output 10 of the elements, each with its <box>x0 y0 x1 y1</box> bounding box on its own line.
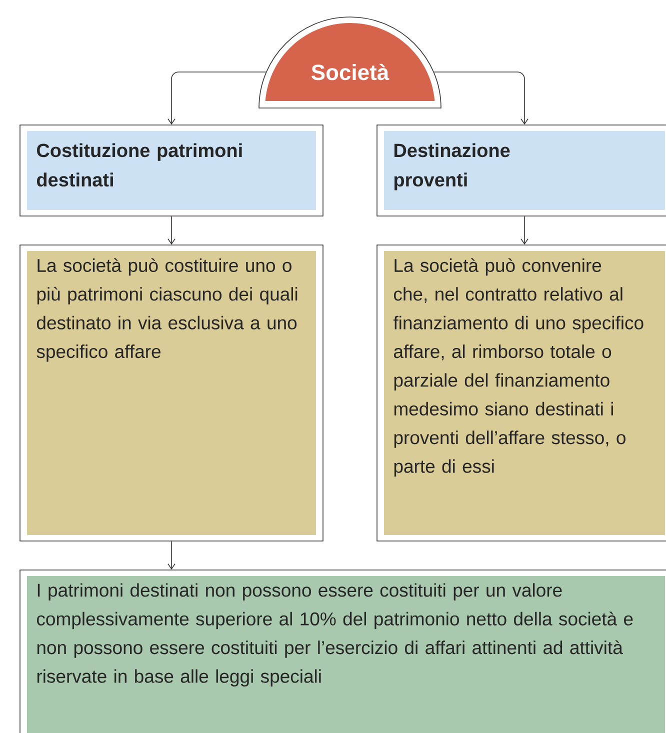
arrow <box>520 216 528 245</box>
heading-box: Destinazione proventi <box>376 124 666 216</box>
arrow <box>168 541 176 570</box>
text-box: I patrimoni destinati non possono essere costituiti per un valore complessivamente superiore al 10% del patrimonio netto della società e non possono essere costituiti per l’esercizio di affari attinenti ad attività riservate in base alle leggi speciali <box>20 570 666 733</box>
text-box: La società può costituire uno o più patrimoni ciascuno dei quali destinato in via esclusiva a uno specifico affare <box>20 244 324 542</box>
arrow <box>168 216 176 245</box>
text-box: La società può convenire che, nel contratto relativo al finanziamento di uno specifico affare, al rimborso totale o parziale del finanziamento medesimo siano destinati i proventi dell’affare stesso, o parte di essi <box>376 244 666 542</box>
arrow <box>168 72 266 125</box>
heading-box: Costituzione patrimoni destinati <box>20 124 324 216</box>
arrow <box>434 72 528 125</box>
